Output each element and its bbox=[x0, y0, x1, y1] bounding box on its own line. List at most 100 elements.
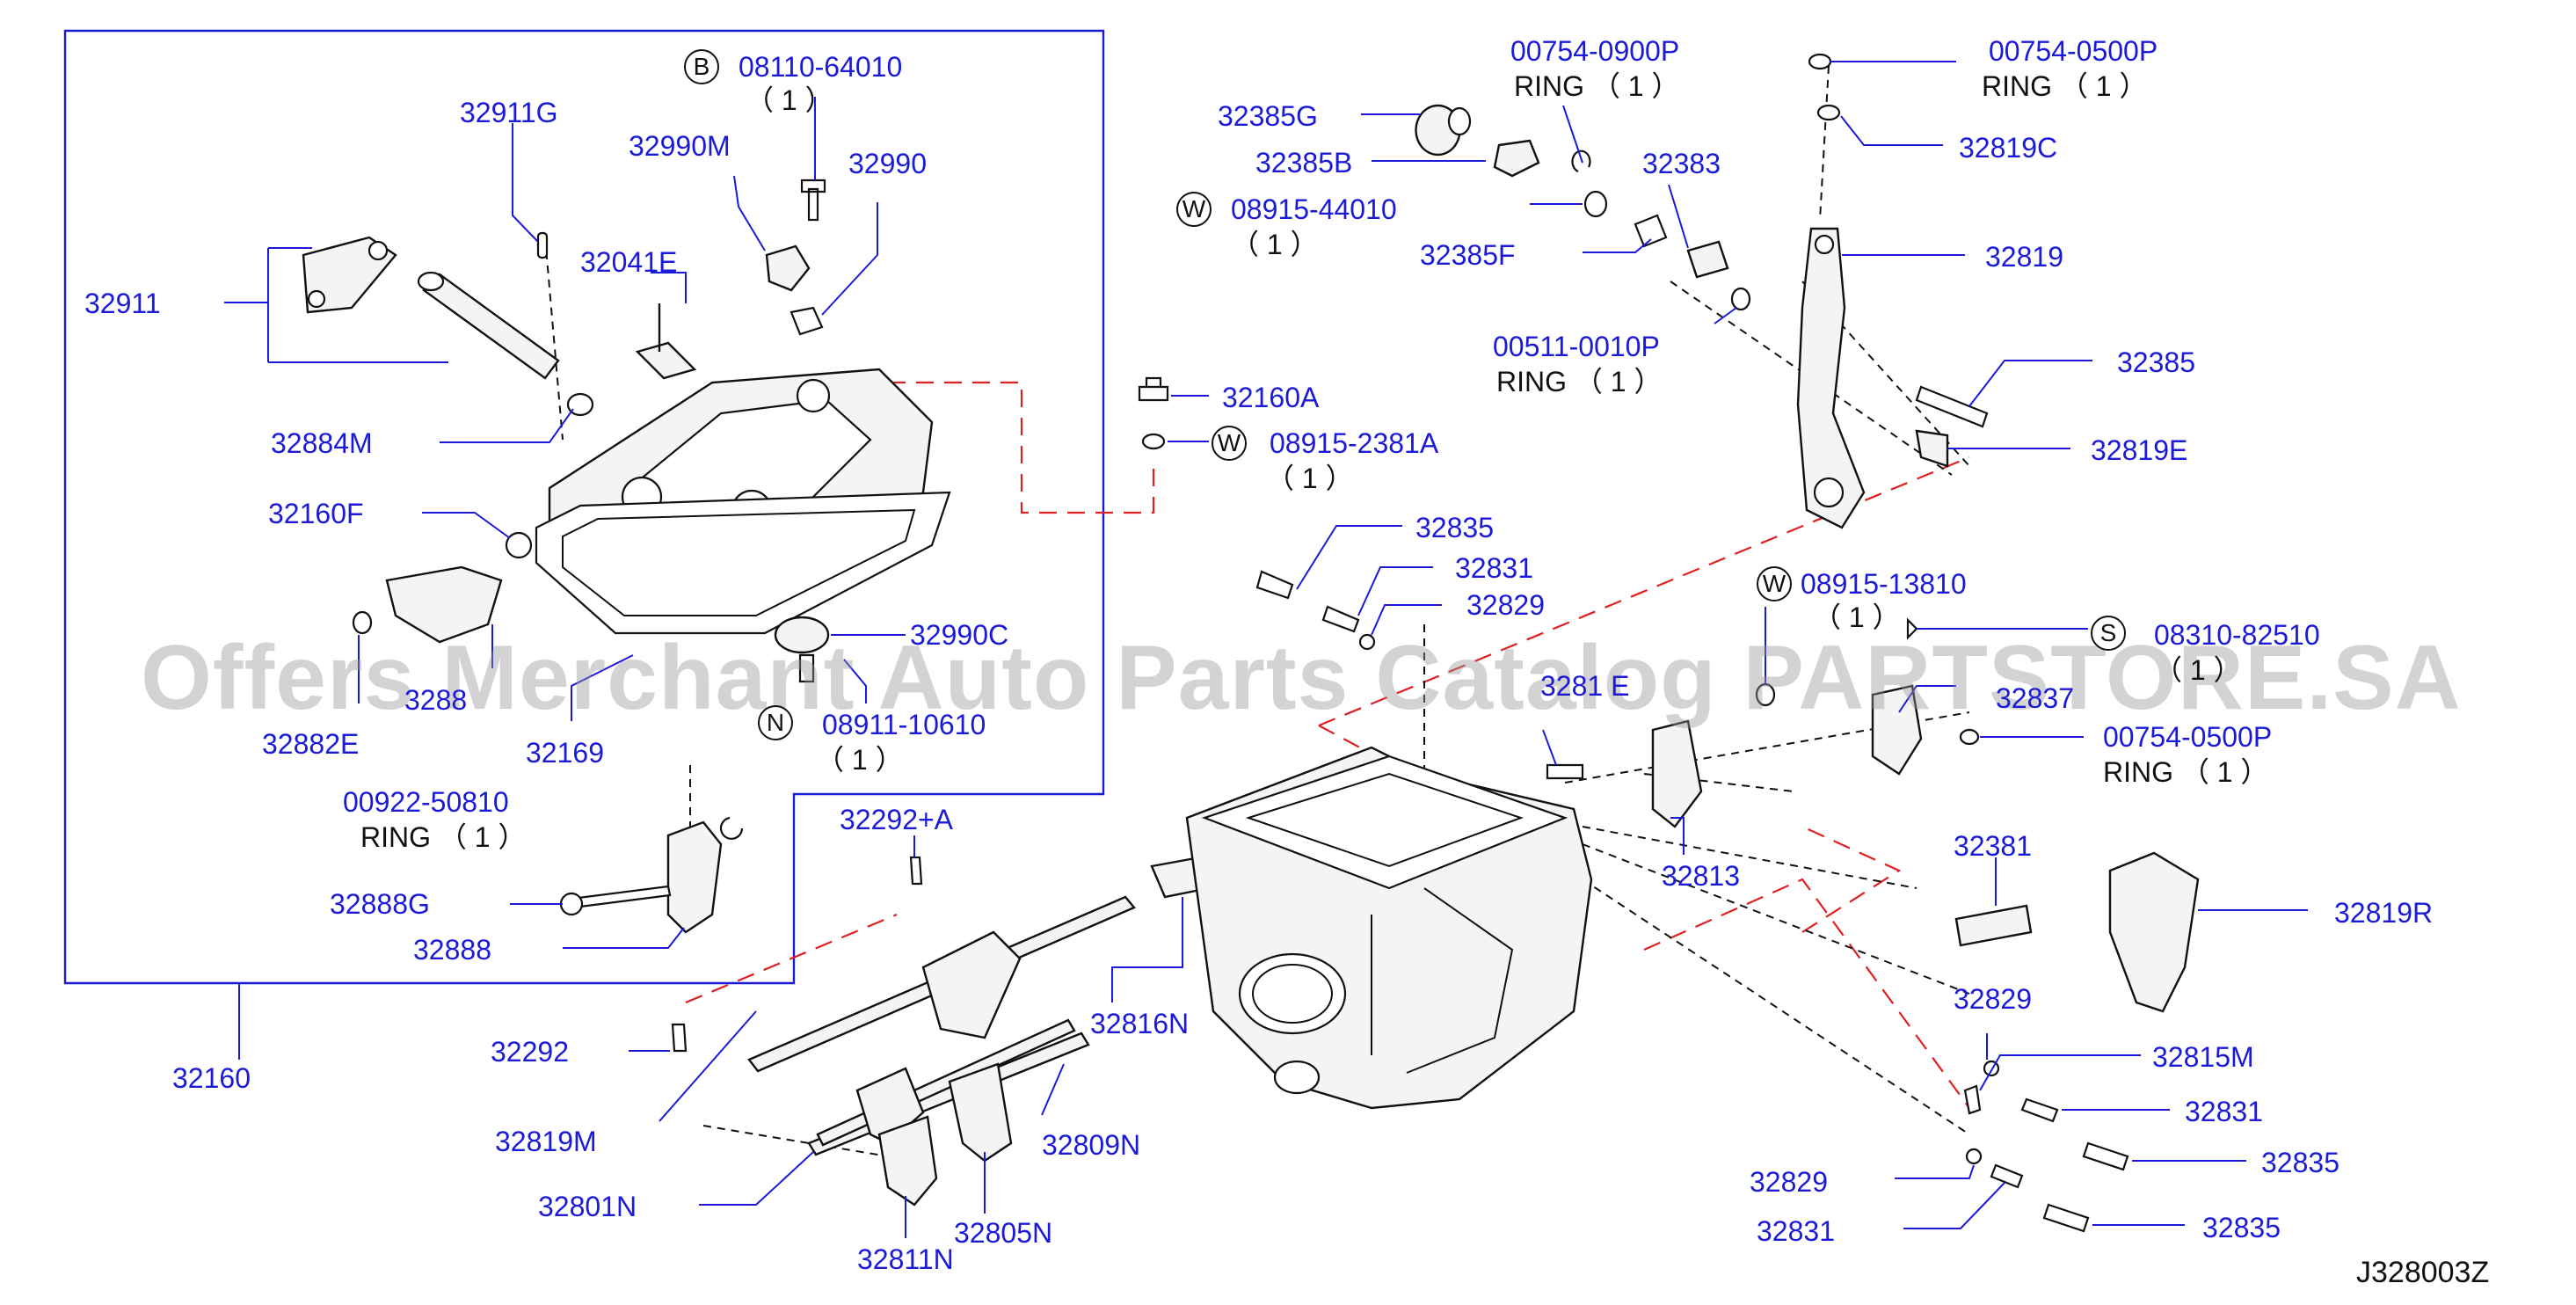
label-32809N[interactable]: 32809N bbox=[1042, 1129, 1141, 1161]
label-32160F[interactable]: 32160F bbox=[268, 498, 364, 529]
label-32381[interactable]: 32381 bbox=[1954, 830, 2032, 862]
pin-32292A bbox=[909, 856, 923, 886]
label-32990M[interactable]: 32990M bbox=[629, 130, 731, 162]
leader-32383 bbox=[1668, 184, 1689, 249]
label-32888[interactable]: 32888 bbox=[413, 934, 491, 966]
bolt-32385 bbox=[1915, 385, 1989, 428]
leader-32169 bbox=[571, 654, 634, 721]
phantom-9 bbox=[1819, 65, 1830, 221]
case-top-flange bbox=[1201, 755, 1568, 890]
pin-32911G bbox=[536, 231, 549, 259]
leader-08911 bbox=[843, 659, 867, 704]
assembly-bracket-32160 bbox=[63, 29, 1105, 985]
label-3281xE[interactable]: 3281 E bbox=[1540, 670, 1630, 702]
label-32805N[interactable]: 32805N bbox=[954, 1217, 1053, 1249]
label-32882E[interactable]: 32882E bbox=[262, 728, 360, 760]
bolt-08911 bbox=[798, 653, 815, 683]
bolt-32160A bbox=[1138, 376, 1169, 402]
label-32801N[interactable]: 32801N bbox=[538, 1191, 637, 1222]
label-32884M[interactable]: 32884M bbox=[271, 427, 373, 459]
spring-32831b bbox=[2020, 1097, 2059, 1123]
label-00754-0900P[interactable]: 00754-0900P bbox=[1510, 35, 1680, 67]
label-32819M[interactable]: 32819M bbox=[495, 1126, 597, 1157]
label-32831-c[interactable]: 32831 bbox=[1757, 1215, 1835, 1247]
leader-32837 bbox=[1898, 685, 1956, 713]
label-32911[interactable]: 32911 bbox=[84, 288, 161, 319]
spring-32831c bbox=[1990, 1163, 2024, 1189]
leader-32831c bbox=[1903, 1182, 2005, 1229]
red-guide-7 bbox=[1801, 825, 1902, 933]
label-32831-b[interactable]: 32831 bbox=[2185, 1096, 2263, 1127]
label-32819C[interactable]: 32819C bbox=[1959, 132, 2058, 164]
bolt-32835c bbox=[2042, 1203, 2090, 1233]
label-32835-a[interactable]: 32835 bbox=[1415, 512, 1494, 543]
label-32829-c[interactable]: 32829 bbox=[1750, 1166, 1828, 1198]
label-08915-2381A[interactable]: 08915-2381A bbox=[1270, 427, 1439, 459]
label-32385G[interactable]: 32385G bbox=[1218, 100, 1318, 132]
leader-32385 bbox=[1968, 360, 2092, 407]
label-00754-0500P-mid[interactable]: 00754-0500P bbox=[2103, 721, 2273, 753]
label-32292[interactable]: 32292 bbox=[491, 1036, 569, 1068]
label-32385B[interactable]: 32385B bbox=[1255, 147, 1353, 179]
leader-32835a bbox=[1296, 525, 1402, 590]
label-08110-64010[interactable]: 08110-64010 bbox=[739, 51, 903, 83]
label-08915-13810[interactable]: 08915-13810 bbox=[1801, 568, 1967, 600]
leader-32829a bbox=[1371, 604, 1442, 636]
leader-32888 bbox=[563, 927, 685, 949]
label-32888G[interactable]: 32888G bbox=[330, 888, 430, 920]
label-32819R[interactable]: 32819R bbox=[2334, 897, 2434, 929]
label-32041E[interactable]: 32041E bbox=[580, 246, 678, 278]
label-32815M[interactable]: 32815M bbox=[2152, 1041, 2254, 1073]
label-32160[interactable]: 32160 bbox=[172, 1062, 251, 1094]
label-08911-10610[interactable]: 08911-10610 bbox=[822, 709, 986, 740]
label-32169[interactable]: 32169 bbox=[526, 737, 604, 769]
label-32385[interactable]: 32385 bbox=[2117, 346, 2195, 378]
label-32816N[interactable]: 32816N bbox=[1090, 1008, 1190, 1039]
label-3288x[interactable]: 3288 bbox=[404, 684, 468, 716]
ball-32829c bbox=[1965, 1148, 1983, 1165]
label-32160A[interactable]: 32160A bbox=[1222, 382, 1320, 413]
leader-3281xE bbox=[1542, 729, 1557, 766]
label-32911G[interactable]: 32911G bbox=[460, 97, 558, 128]
fork-32811N bbox=[877, 1115, 938, 1207]
label-32990C[interactable]: 32990C bbox=[910, 619, 1009, 651]
part-32819E bbox=[1915, 429, 1949, 468]
label-08310-82510[interactable]: 08310-82510 bbox=[2154, 619, 2320, 651]
part-32813 bbox=[1651, 719, 1703, 828]
label-32819[interactable]: 32819 bbox=[1985, 241, 2063, 273]
label-00754-0500P-top[interactable]: 00754-0500P bbox=[1989, 35, 2158, 67]
leader-32911 bbox=[224, 247, 448, 363]
label-32385F[interactable]: 32385F bbox=[1420, 239, 1516, 271]
label-32811N[interactable]: 32811N bbox=[857, 1243, 954, 1275]
label-32829-a[interactable]: 32829 bbox=[1466, 589, 1545, 621]
fork-32805N bbox=[948, 1062, 1013, 1163]
label-00922-50810[interactable]: 00922-50810 bbox=[343, 786, 509, 818]
label-08915-44010[interactable]: 08915-44010 bbox=[1231, 193, 1397, 225]
ball-32829a bbox=[1358, 633, 1376, 651]
part-32041E bbox=[635, 303, 697, 380]
label-32837[interactable]: 32837 bbox=[1996, 682, 2074, 714]
label-32813[interactable]: 32813 bbox=[1662, 860, 1740, 892]
leader-32815M bbox=[1979, 1054, 2141, 1091]
qty-08915-2381A: （ 1 ） bbox=[1266, 463, 1354, 494]
bolt-08110 bbox=[800, 179, 826, 222]
leader-00754-0900P bbox=[1562, 105, 1583, 164]
plug-32990C bbox=[774, 616, 830, 654]
fork-32819R bbox=[2108, 851, 2200, 1013]
leader-32816N bbox=[1111, 897, 1183, 1002]
label-32835-b[interactable]: 32835 bbox=[2261, 1147, 2340, 1178]
label-32292A[interactable]: 32292+A bbox=[840, 804, 954, 835]
case-plug bbox=[1273, 1060, 1321, 1095]
label-32383[interactable]: 32383 bbox=[1642, 148, 1721, 179]
label-00511-0010P[interactable]: 00511-0010P bbox=[1493, 331, 1660, 362]
qty-08915-13810: （ 1 ） bbox=[1813, 601, 1901, 633]
phantom-1 bbox=[544, 237, 564, 441]
label-32990[interactable]: 32990 bbox=[848, 148, 927, 179]
phantom-12 bbox=[1643, 773, 1794, 792]
label-32835-c[interactable]: 32835 bbox=[2202, 1212, 2281, 1243]
label-32829-b[interactable]: 32829 bbox=[1954, 983, 2032, 1015]
label-32831-a[interactable]: 32831 bbox=[1455, 552, 1533, 584]
leader-00511 bbox=[1714, 307, 1737, 324]
qty-08110: （ 1 ） bbox=[746, 84, 833, 116]
label-32819E[interactable]: 32819E bbox=[2091, 434, 2188, 466]
